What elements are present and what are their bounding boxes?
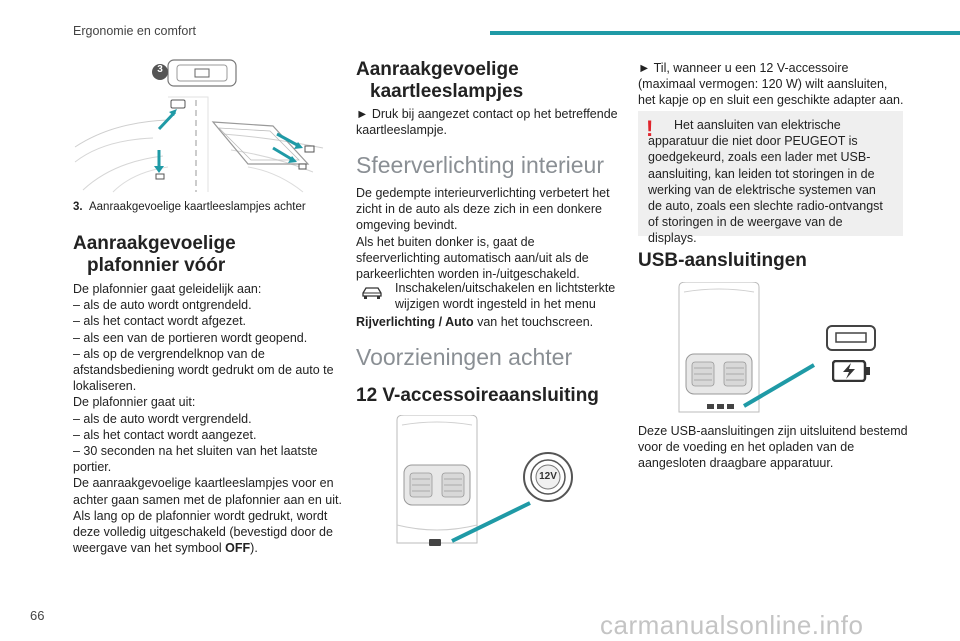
12v-socket-figure: 12V bbox=[392, 415, 612, 553]
figure-callout-number: 3 bbox=[157, 64, 163, 75]
ambient-lighting-text: De gedempte interieurverlichting verbete… bbox=[356, 186, 610, 282]
caption-text: Aanraakgevoelige kaartleeslampjes achter bbox=[88, 201, 306, 213]
watermark: carmanualsonline.info bbox=[600, 610, 864, 640]
menu-suffix: van het touchscreen. bbox=[473, 315, 594, 329]
section-title: Ergonomie en comfort bbox=[73, 24, 196, 38]
warning-text: Het aansluiten van elektrische apparatuu… bbox=[648, 118, 883, 246]
heading-line-2: kaartleeslampjes bbox=[370, 81, 524, 102]
map-lamps-text: ► Druk bij aangezet contact op het betre… bbox=[356, 107, 618, 138]
warning-exclamation-icon: ! bbox=[646, 116, 654, 141]
warning-box: ! Het aansluiten van elektrische apparat… bbox=[638, 111, 903, 245]
usb-sockets-text: Deze USB-aansluitingen zijn uitsluitend … bbox=[638, 424, 908, 471]
heading-map-lamps: Aanraakgevoelige kaartleeslampjes bbox=[356, 59, 618, 103]
heading-front-courtesy-lamp: Aanraakgevoelige plafonnier vóór bbox=[73, 233, 343, 277]
rear-map-lamps-figure: 3 bbox=[73, 52, 335, 194]
usb-port-icon bbox=[826, 325, 876, 351]
heading-usb-sockets: USB-aansluitingen bbox=[638, 250, 807, 271]
page-number: 66 bbox=[30, 608, 45, 623]
12v-socket-text: ► Til, wanneer u een 12 V-accessoire (ma… bbox=[638, 61, 904, 108]
caption-number: 3. bbox=[73, 201, 83, 213]
heading-line-2: plafonnier vóór bbox=[87, 255, 226, 276]
menu-name: Rijverlichting / Auto bbox=[356, 315, 474, 329]
paragraph-end: ). bbox=[250, 541, 258, 556]
usb-sockets-figure bbox=[674, 282, 884, 417]
ambient-note-menu: Rijverlichting / Auto van het touchscree… bbox=[356, 314, 618, 330]
figure-caption: 3. Aanraakgevoelige kaartleeslampjes ach… bbox=[73, 201, 343, 213]
heading-line-1: Aanraakgevoelige bbox=[356, 59, 519, 80]
paragraph-main: De plafonnier gaat geleidelijk aan: – al… bbox=[73, 282, 342, 556]
socket-12v-icon bbox=[523, 452, 573, 502]
ambient-note-text: Inschakelen/uitschakelen en lichtsterkte… bbox=[395, 281, 616, 312]
car-icon bbox=[360, 285, 384, 301]
front-courtesy-lamp-text: De plafonnier gaat geleidelijk aan: – al… bbox=[73, 281, 343, 556]
charging-battery-icon bbox=[832, 360, 870, 382]
heading-12v-socket: 12 V-accessoireaansluiting bbox=[356, 385, 599, 406]
socket-label: 12V bbox=[539, 471, 557, 482]
off-symbol: OFF bbox=[225, 541, 251, 556]
heading-ambient-lighting: Sfeerverlichting interieur bbox=[356, 152, 605, 178]
heading-line-1: Aanraakgevoelige bbox=[73, 233, 236, 254]
heading-rear-fittings: Voorzieningen achter bbox=[356, 344, 573, 370]
header-accent-bar bbox=[490, 31, 960, 35]
